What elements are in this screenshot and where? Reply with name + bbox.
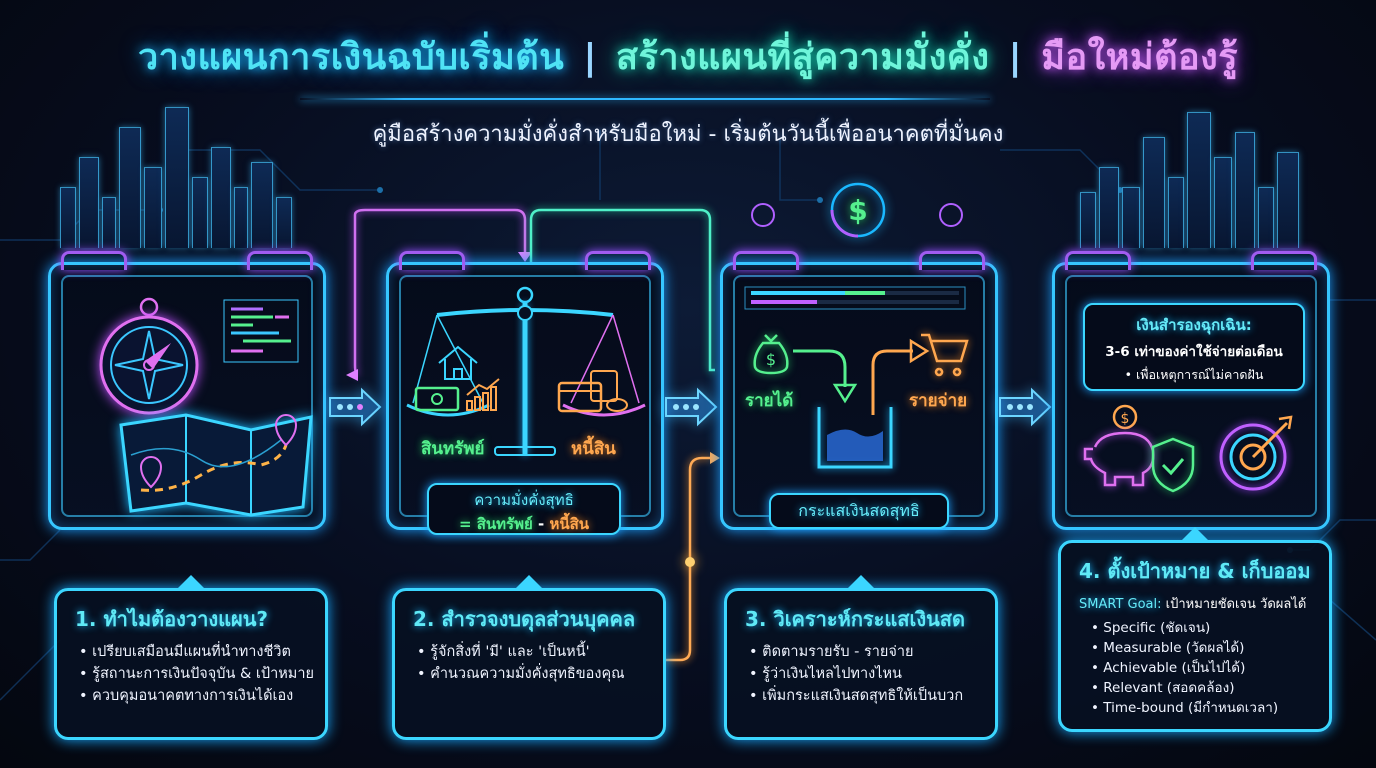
step-4-illustration-panel: เงินสำรองฉุกเฉิน: 3-6 เท่าของค่าใช้จ่ายต… [1052,251,1330,530]
step-2-illustration-panel: สินทรัพย์ หนี้สิน ความมั่งคั่งสุทธิ = สิ… [386,251,664,535]
progress-bars [744,286,966,310]
step-2-card: 2. สำรวจงบดุลส่วนบุคคล รู้จักสิ่งที่ 'มี… [392,575,666,740]
emergency-fund-amount: 3-6 เท่าของค่าใช้จ่ายต่อเดือน [1105,344,1283,360]
house-icon [438,345,478,380]
title-separator: | [1008,37,1023,78]
title-part-1: วางแผนการเงินฉบับเริ่มต้น [137,37,565,78]
formula-assets: สินทรัพย์ [476,515,533,533]
list-item: Specific (ชัดเจน) [1091,618,1329,638]
formula-equals: = [458,515,472,533]
clock-ring-icon [751,203,775,227]
net-worth-label: ความมั่งคั่งสุทธิ [474,491,574,509]
flow-arrow-1-2 [329,387,382,427]
title-separator: | [583,37,597,78]
smart-goal-desc: เป้าหมายชัดเจน วัดผลได้ [1165,597,1307,612]
city-skyline-right [1080,112,1299,248]
step-2-title: 2. สำรวจงบดุลส่วนบุคคล [413,607,636,631]
code-screen-icon [223,299,299,363]
formula-liabilities: หนี้สิน [549,515,590,533]
formula-minus: - [538,515,545,533]
money-bag-icon: $ [753,334,789,375]
smart-goal-label: SMART Goal: [1079,597,1162,612]
credit-card-debt-icon [557,370,628,413]
title-part-3: มือใหม่ต้องรู้ [1041,37,1239,78]
income-label: รายได้ [745,391,794,411]
emergency-fund-purpose: • เพื่อเหตุการณ์ไม่คาดฝัน [1124,367,1264,382]
emergency-fund-title: เงินสำรองฉุกเฉิน: [1136,316,1252,334]
map-icon [119,413,313,517]
assets-label: สินทรัพย์ [421,439,485,459]
list-item: เปรียบเสมือนมีแผนที่นำทางชีวิต [79,641,325,663]
list-item: รู้จักสิ่งที่ 'มี' และ 'เป็นหนี้' [417,641,663,663]
flow-arrows [793,338,930,415]
cash-pool-container-icon [817,407,893,469]
net-worth-formula-box: ความมั่งคั่งสุทธิ = สินทรัพย์ - หนี้สิน [427,483,621,535]
step-4-title: 4. ตั้งเป้าหมาย & เก็บออม [1079,559,1311,583]
list-item: Time-bound (มีกำหนดเวลา) [1091,698,1329,718]
title-divider [300,98,990,100]
net-cash-flow-label: กระแสเงินสดสุทธิ [769,493,949,529]
shopping-cart-icon [921,333,969,377]
list-item: เพิ่มกระแสเงินสดสุทธิให้เป็นบวก [749,685,995,707]
step-3-title: 3. วิเคราะห์กระแสเงินสด [745,607,965,631]
title-part-2: สร้างแผนที่สู่ความมั่งคั่ง [616,37,990,78]
page-title: วางแผนการเงินฉบับเริ่มต้น | สร้างแผนที่ส… [0,28,1376,85]
shield-check-icon [1151,437,1195,493]
step-1-bullets: เปรียบเสมือนมีแผนที่นำทางชีวิต รู้สถานะก… [57,641,325,707]
list-item: Achievable (เป็นไปได้) [1091,658,1329,678]
step-4-card: 4. ตั้งเป้าหมาย & เก็บออม SMART Goal: เป… [1058,527,1332,732]
list-item: Measurable (วัดผลได้) [1091,638,1329,658]
page-subtitle: คู่มือสร้างความมั่งคั่งสำหรับมือใหม่ - เ… [372,122,1004,147]
svg-text:$: $ [848,194,867,227]
growth-chart-icon [466,378,500,411]
list-item: รู้ว่าเงินไหลไปทางไหน [749,663,995,685]
city-skyline-left [60,107,292,248]
step-1-title: 1. ทำไมต้องวางแผน? [75,607,269,631]
smart-goal-line: SMART Goal: เป้าหมายชัดเจน วัดผลได้ [1079,593,1329,614]
list-item: Relevant (สอดคล้อง) [1091,678,1329,698]
cash-icon [414,386,460,412]
svg-text:$: $ [1121,411,1130,427]
compass-icon [99,297,199,415]
list-item: ติดตามรายรับ - รายจ่าย [749,641,995,663]
liabilities-label: หนี้สิน [571,439,616,459]
step-3-bullets: ติดตามรายรับ - รายจ่าย รู้ว่าเงินไหลไปทา… [727,641,995,707]
dollar-ring-icon: $ [830,182,886,238]
step-2-bullets: รู้จักสิ่งที่ 'มี' และ 'เป็นหนี้' คำนวณค… [395,641,663,685]
expense-label: รายจ่าย [909,391,968,411]
flow-arrow-2-3 [665,387,718,427]
step-1-illustration-panel [48,251,326,530]
emergency-fund-bubble: เงินสำรองฉุกเฉิน: 3-6 เท่าของค่าใช้จ่ายต… [1083,303,1305,391]
svg-text:$: $ [766,350,776,369]
list-item: รู้สถานะการเงินปัจจุบัน & เป้าหมาย [79,663,325,685]
step-3-card: 3. วิเคราะห์กระแสเงินสด ติดตามรายรับ - ร… [724,575,998,740]
target-icon [1219,415,1293,491]
list-item: ควบคุมอนาคตทางการเงินได้เอง [79,685,325,707]
ring-icon [939,203,963,227]
flow-arrow-3-4 [999,387,1052,427]
step-1-card: 1. ทำไมต้องวางแผน? เปรียบเสมือนมีแผนที่น… [54,575,328,740]
list-item: คำนวณความมั่งคั่งสุทธิของคุณ [417,663,663,685]
smart-goal-bullets: Specific (ชัดเจน) Measurable (วัดผลได้) … [1061,618,1329,718]
piggy-bank-icon: $ [1083,404,1155,487]
step-3-illustration-panel: $ รายได้ รายจ่าย กระแสเงินสดสุทธิ [720,251,998,530]
